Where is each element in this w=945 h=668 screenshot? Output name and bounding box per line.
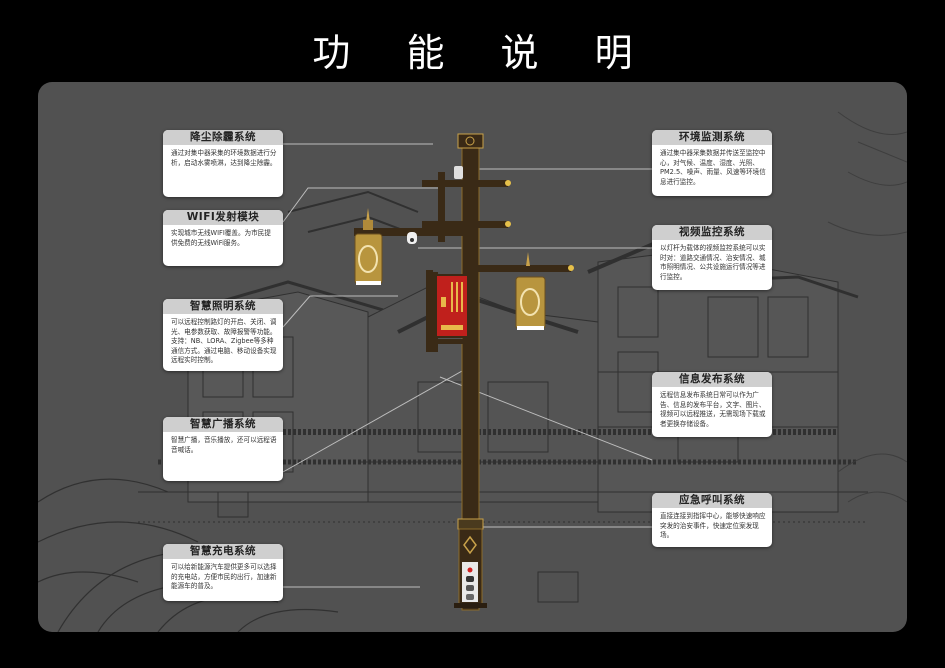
card-title: 智慧充电系统 [163,544,283,559]
tree-sketch [827,111,907,503]
card-smart-charging: 智慧充电系统 可以给新能源汽车提供更多可以选择的充电站，方便市民的出行，加速新能… [163,544,283,601]
card-wifi-module: WIFI发射模块 实现城市无线WIFI覆盖。为市民提供免费的无线WiFi服务。 [163,210,283,266]
card-dust-removal: 降尘除霾系统 通过对集中器采集的环境数据进行分析，启动水雾喷淋，达到降尘除霾。 [163,130,283,197]
illustration-panel: 降尘除霾系统 通过对集中器采集的环境数据进行分析，启动水雾喷淋，达到降尘除霾。 … [38,82,907,632]
card-body: 通过集中器采集数据并传送至监控中心，对气候、温度、湿度、光照、PM2.5、噪声、… [660,149,766,186]
camera-icon [407,166,463,244]
red-banner [431,272,469,352]
card-title: 智慧照明系统 [163,299,283,314]
card-body: 远程信息发布系统日常可以作为广告、信息的发布平台，文字、图片、视频可以远程推送，… [660,391,766,428]
card-body: 智慧广播，音乐播放，还可以远程语音喊话。 [171,436,277,454]
card-title: 降尘除霾系统 [163,130,283,145]
card-body: 直接连接到指挥中心，能够快速响应突发的治安事件，快速定位案发现场。 [660,512,766,539]
card-body: 可以给新能源汽车提供更多可以选择的充电站，方便市民的出行，加速新能源车的普及。 [171,563,277,590]
card-body: 以灯杆为载体的视频监控系统可以实时对：道路交通情况、治安情况、城市照明情况、公共… [660,244,766,281]
card-title: 环境监测系统 [652,130,772,145]
lamp-pole [354,133,574,611]
card-environment-monitoring: 环境监测系统 通过集中器采集数据并传送至监控中心，对气候、温度、湿度、光照、PM… [652,130,772,196]
page-title: 功 能 说 明 [312,31,655,75]
card-title: 智慧广播系统 [163,417,283,432]
card-video-surveillance: 视频监控系统 以灯杆为载体的视频监控系统可以实时对：道路交通情况、治安情况、城市… [652,225,772,290]
card-title: 应急呼叫系统 [652,493,772,508]
lantern-left [354,208,383,285]
card-info-publishing: 信息发布系统 远程信息发布系统日常可以作为广告、信息的发布平台，文字、图片、视频… [652,372,772,437]
card-emergency-call: 应急呼叫系统 直接连接到指挥中心，能够快速响应突发的治安事件，快速定位案发现场。 [652,493,772,547]
card-title: WIFI发射模块 [163,210,283,225]
card-smart-lighting: 智慧照明系统 可以远程控制路灯的开启、关闭、调光、电参数获取、故障报警等功能。支… [163,299,283,371]
card-body: 实现城市无线WIFI覆盖。为市民提供免费的无线WiFi服务。 [171,229,271,247]
card-body: 可以远程控制路灯的开启、关闭、调光、电参数获取、故障报警等功能。支持：NB、LO… [171,318,277,364]
card-smart-broadcast: 智慧广播系统 智慧广播，音乐播放，还可以远程语音喊话。 [163,417,283,481]
card-title: 视频监控系统 [652,225,772,240]
lantern-right [515,252,546,330]
card-title: 信息发布系统 [652,372,772,387]
card-body: 通过对集中器采集的环境数据进行分析，启动水雾喷淋，达到降尘除霾。 [171,149,277,167]
